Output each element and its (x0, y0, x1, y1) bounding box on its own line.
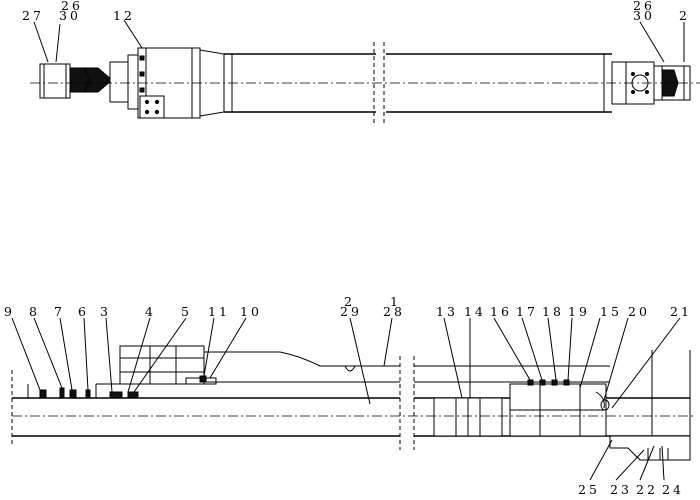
callout-20: 20 (628, 304, 650, 319)
top-callouts: 27 26 30 12 26 30 2 (22, 0, 690, 23)
callout-13: 13 (436, 304, 458, 319)
rod (12, 397, 400, 437)
cylinder-section-view (11, 317, 696, 481)
callout-11: 11 (208, 304, 230, 319)
callout-26: 26 (61, 0, 83, 13)
callout-4: 4 (145, 304, 156, 319)
bottom-callouts: 9 8 7 6 3 4 5 11 10 2 29 1 28 13 14 16 1… (4, 294, 692, 497)
callout-9: 9 (4, 304, 15, 319)
callout-14: 14 (464, 304, 486, 319)
callout-5: 5 (181, 304, 192, 319)
callout-6: 6 (78, 304, 89, 319)
callout-2-bottom: 2 (344, 294, 355, 309)
callout-25: 25 (578, 482, 600, 497)
callout-15: 15 (600, 304, 622, 319)
left-rod-end (69, 67, 113, 93)
callout-19: 19 (568, 304, 590, 319)
callout-30-right: 30 (633, 8, 655, 23)
callout-10: 10 (240, 304, 262, 319)
callout-23: 23 (610, 482, 632, 497)
callout-28: 28 (383, 304, 405, 319)
cylinder-external-view (30, 19, 700, 124)
barrel (224, 53, 612, 113)
callout-16: 16 (490, 304, 512, 319)
callout-22: 22 (636, 482, 658, 497)
callout-24: 24 (662, 482, 684, 497)
callout-3: 3 (100, 304, 111, 319)
callout-30: 30 (59, 8, 81, 23)
callout-8: 8 (29, 304, 40, 319)
callout-21: 21 (670, 304, 692, 319)
callout-26-right: 26 (633, 0, 655, 13)
callout-2: 2 (679, 8, 690, 23)
left-clevis (39, 63, 71, 99)
callout-27: 27 (22, 8, 44, 23)
callout-12: 12 (113, 8, 135, 23)
callout-29: 29 (340, 304, 362, 319)
callout-18: 18 (542, 304, 564, 319)
callout-17: 17 (516, 304, 538, 319)
port-block (139, 95, 165, 119)
callout-1: 1 (390, 294, 401, 309)
callout-7: 7 (54, 304, 65, 319)
